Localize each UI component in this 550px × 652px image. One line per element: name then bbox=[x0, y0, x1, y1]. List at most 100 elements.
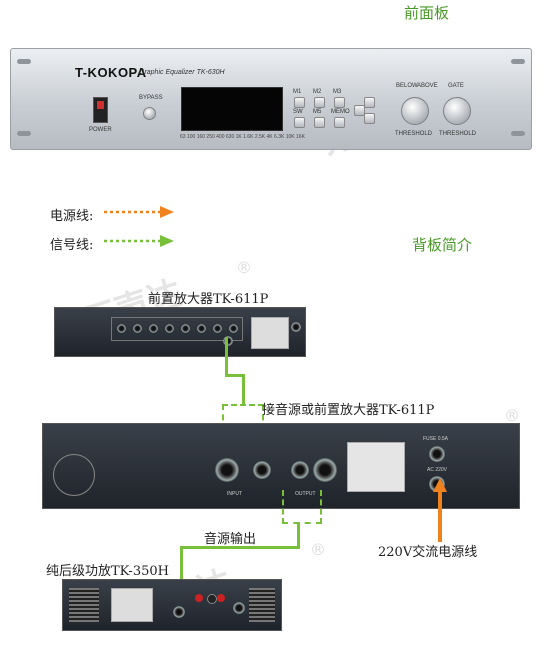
fuse-holder[interactable] bbox=[429, 446, 445, 462]
bypass-label: BYPASS bbox=[139, 95, 163, 101]
power-amp-rear-panel bbox=[62, 579, 282, 631]
connect-source-label: 接音源或前置放大器TK-611P bbox=[262, 403, 435, 418]
trs-output-jack[interactable] bbox=[291, 461, 309, 479]
freq-label: 2.5K bbox=[254, 134, 266, 140]
equalizer-rear-panel: INPUT OUTPUT FUSE 0.5A AC 220V bbox=[42, 423, 520, 509]
speaker-terminal[interactable] bbox=[217, 594, 225, 602]
memory-label: M5 bbox=[313, 109, 322, 115]
signal-cable bbox=[180, 546, 300, 549]
eq-display: 63 100 160 250 400 630 1K 1.6K 2.5K 4K 6… bbox=[180, 87, 305, 140]
xlr-output-jack[interactable] bbox=[223, 336, 233, 346]
freq-label: 160 bbox=[196, 134, 206, 140]
rca-jack[interactable] bbox=[229, 324, 238, 333]
signal-cable bbox=[297, 522, 300, 548]
rack-slot bbox=[17, 59, 31, 64]
freq-label: 63 bbox=[180, 134, 186, 140]
model-name: Graphic Equalizer TK-630H bbox=[139, 69, 225, 76]
below-label: BELOW bbox=[396, 83, 418, 89]
preamp-label: 前置放大器TK-611P bbox=[148, 292, 269, 307]
above-label: ABOVE bbox=[417, 83, 438, 89]
freq-label: 630 bbox=[225, 134, 235, 140]
output-label: OUTPUT bbox=[295, 491, 316, 497]
rca-jack[interactable] bbox=[213, 324, 222, 333]
xlr-output-jack[interactable] bbox=[313, 458, 337, 482]
registered-mark: ® bbox=[310, 540, 326, 559]
rca-jack[interactable] bbox=[149, 324, 158, 333]
warning-label bbox=[111, 588, 153, 622]
preamp-rear-panel bbox=[54, 307, 306, 357]
ac-label: AC 220V bbox=[427, 467, 448, 473]
memory-label: SW bbox=[293, 109, 303, 115]
rca-jack[interactable] bbox=[181, 324, 190, 333]
xlr-input-jack[interactable] bbox=[215, 458, 239, 482]
gate-threshold-knob[interactable] bbox=[443, 97, 471, 125]
m5-button[interactable] bbox=[314, 117, 325, 128]
arrow-button[interactable] bbox=[364, 113, 375, 124]
input-jack-group bbox=[111, 317, 243, 341]
freq-label: 400 bbox=[216, 134, 225, 140]
vent-grille bbox=[69, 588, 99, 622]
rca-jack[interactable] bbox=[133, 324, 142, 333]
power-line-legend-label: 电源线: bbox=[50, 209, 94, 224]
power-label: POWER bbox=[89, 127, 112, 133]
freq-label: 6.3K bbox=[274, 134, 285, 140]
rear-panel-title: 背板简介 bbox=[412, 236, 473, 254]
fuse-label: FUSE 0.5A bbox=[423, 436, 449, 442]
power-jack[interactable] bbox=[291, 322, 301, 332]
threshold-label: THRESHOLD bbox=[439, 131, 477, 137]
xlr-input-jack[interactable] bbox=[173, 606, 185, 618]
m3-button[interactable] bbox=[334, 97, 345, 108]
sw-button[interactable] bbox=[294, 117, 305, 128]
threshold-label: THRESHOLD bbox=[395, 131, 433, 137]
speaker-terminal[interactable] bbox=[195, 594, 203, 602]
freq-label: 16K bbox=[296, 134, 305, 140]
memory-label: M3 bbox=[333, 89, 342, 95]
bypass-button[interactable] bbox=[143, 107, 156, 120]
ac-power-label: 220V交流电源线 bbox=[378, 545, 478, 560]
rca-jack[interactable] bbox=[117, 324, 126, 333]
memory-label: M1 bbox=[293, 89, 302, 95]
arrow-button[interactable] bbox=[354, 105, 365, 116]
m1-button[interactable] bbox=[294, 97, 305, 108]
signal-cable bbox=[242, 374, 245, 406]
registered-mark: ® bbox=[504, 406, 520, 425]
threshold-knob[interactable] bbox=[401, 97, 429, 125]
freq-label: 4K bbox=[266, 134, 273, 140]
trs-input-jack[interactable] bbox=[253, 461, 271, 479]
ccc-logo bbox=[53, 454, 95, 496]
memo-button[interactable] bbox=[334, 117, 345, 128]
rca-jack[interactable] bbox=[197, 324, 206, 333]
freq-labels: 63 100 160 250 400 630 1K 1.6K 2.5K 4K 6… bbox=[180, 134, 305, 140]
signal-cable-merge bbox=[282, 490, 322, 524]
warning-label bbox=[347, 442, 405, 492]
signal-line-legend-arrow bbox=[104, 235, 174, 247]
front-panel-title: 前面板 bbox=[404, 4, 450, 22]
memory-label: M2 bbox=[313, 89, 322, 95]
m2-button[interactable] bbox=[314, 97, 325, 108]
input-label: INPUT bbox=[227, 491, 242, 497]
arrow-button[interactable] bbox=[364, 97, 375, 108]
rack-slot bbox=[17, 131, 31, 136]
source-output-label: 音源输出 bbox=[204, 532, 257, 547]
power-indicator bbox=[97, 101, 104, 109]
signal-cable bbox=[225, 337, 228, 377]
power-line-legend-arrow bbox=[104, 206, 174, 218]
freq-label: 100 bbox=[186, 134, 196, 140]
signal-cable bbox=[225, 374, 245, 377]
power-jack[interactable] bbox=[233, 602, 245, 614]
speaker-terminal[interactable] bbox=[207, 594, 217, 604]
power-switch[interactable] bbox=[93, 97, 108, 123]
freq-label: 10K bbox=[285, 134, 295, 140]
freq-label: 250 bbox=[206, 134, 215, 140]
signal-cable bbox=[180, 546, 183, 596]
registered-mark: ® bbox=[236, 258, 252, 277]
freq-label: 1.6K bbox=[243, 134, 254, 140]
gate-label: GATE bbox=[448, 83, 464, 89]
equalizer-front-panel: T-KOKOPA Graphic Equalizer TK-630H POWER… bbox=[10, 48, 532, 150]
vent-grille bbox=[249, 588, 275, 622]
signal-line-legend-label: 信号线: bbox=[50, 238, 94, 253]
power-cable-arrow bbox=[433, 478, 447, 542]
brand-logo: T-KOKOPA bbox=[75, 65, 147, 80]
power-amp-label: 纯后级功放TK-350H bbox=[46, 564, 169, 579]
rca-jack[interactable] bbox=[165, 324, 174, 333]
